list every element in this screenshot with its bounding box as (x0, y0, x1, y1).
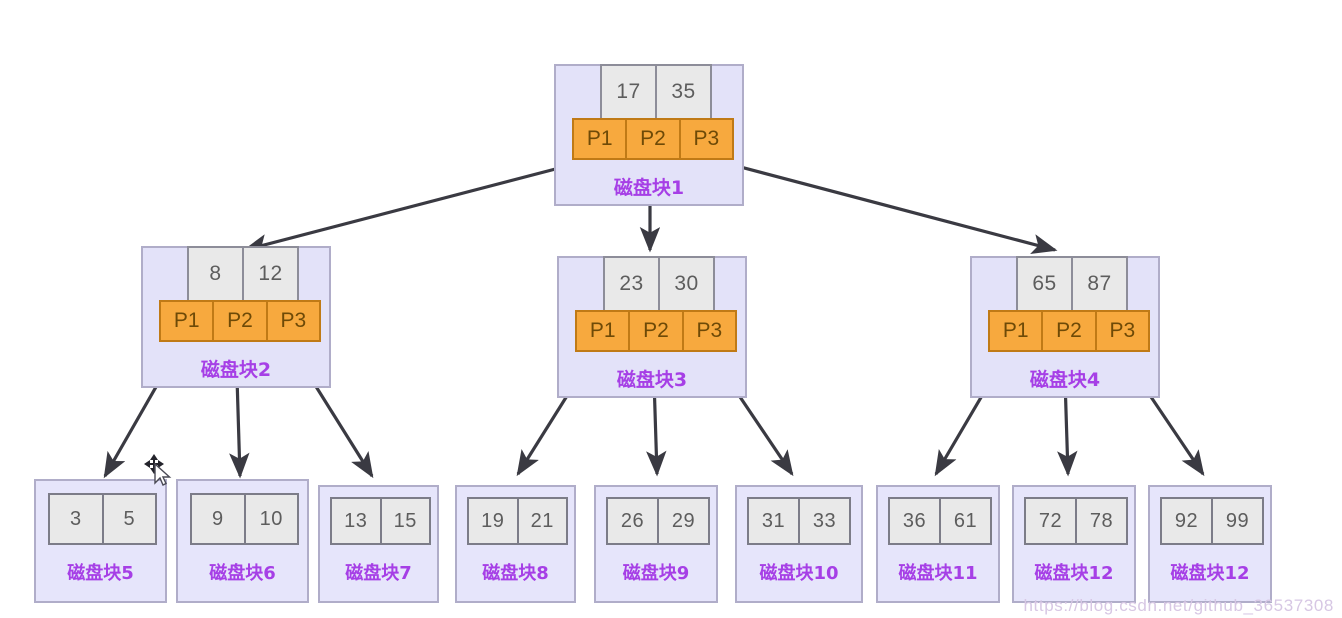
key-cell: 92 (1162, 499, 1213, 543)
key-cell: 29 (659, 499, 708, 543)
leaf-key-row: 92 99 (1160, 497, 1264, 545)
root-pointer-row: P1 P2 P3 (572, 118, 734, 160)
key-cell: 8 (189, 248, 244, 300)
internal-key-row: 8 12 (187, 246, 299, 302)
pointer-cell-p1[interactable]: P1 (572, 118, 628, 160)
pointer-cell-p3[interactable]: P3 (681, 310, 737, 352)
node-label: 磁盘块8 (482, 563, 549, 584)
node-label: 磁盘块5 (67, 563, 134, 584)
key-cell: 5 (103, 495, 155, 543)
key-cell: 31 (749, 499, 800, 543)
node-label: 磁盘块9 (622, 563, 690, 584)
node-disk-block-10[interactable]: 31 33 磁盘块10 (735, 485, 863, 603)
leaf-key-row: 3 5 (48, 493, 157, 545)
leaf-key-row: 26 29 (606, 497, 710, 545)
internal-key-row: 65 87 (1016, 256, 1128, 312)
key-cell: 65 (1018, 258, 1073, 310)
internal-key-row: 23 30 (603, 256, 715, 312)
key-cell: 17 (602, 66, 657, 118)
key-cell: 10 (245, 495, 297, 543)
leaf-key-row: 19 21 (467, 497, 568, 545)
leaf-key-row: 36 61 (888, 497, 992, 545)
key-cell: 3 (50, 495, 104, 543)
key-cell: 30 (660, 258, 713, 310)
node-label: 磁盘块4 (1029, 369, 1101, 391)
node-label: 磁盘块1 (613, 177, 685, 199)
leaf-key-row: 9 10 (190, 493, 299, 545)
key-cell: 21 (518, 499, 566, 543)
pointer-cell-p1[interactable]: P1 (159, 300, 215, 342)
node-disk-block-9[interactable]: 26 29 磁盘块9 (594, 485, 718, 603)
node-label: 磁盘块6 (209, 563, 276, 584)
watermark-text: https://blog.csdn.net/github_36537308 (1023, 596, 1334, 615)
key-cell: 15 (381, 499, 429, 543)
node-disk-block-3[interactable]: 23 30 P1 P2 P3 磁盘块3 (557, 256, 747, 398)
pointer-cell-p2[interactable]: P2 (212, 300, 268, 342)
node-label: 磁盘块11 (898, 563, 978, 584)
node-disk-block-12-a[interactable]: 72 78 磁盘块12 (1012, 485, 1136, 603)
node-disk-block-11[interactable]: 36 61 磁盘块11 (876, 485, 1000, 603)
node-disk-block-7[interactable]: 13 15 磁盘块7 (318, 485, 439, 603)
key-cell: 61 (941, 499, 990, 543)
node-disk-block-8[interactable]: 19 21 磁盘块8 (455, 485, 576, 603)
key-cell: 87 (1073, 258, 1126, 310)
node-disk-block-2[interactable]: 8 12 P1 P2 P3 磁盘块2 (141, 246, 331, 388)
leaf-key-row: 31 33 (747, 497, 851, 545)
pointer-cell-p2[interactable]: P2 (1041, 310, 1097, 352)
key-cell: 26 (608, 499, 659, 543)
root-key-row: 17 35 (600, 64, 712, 120)
key-cell: 78 (1077, 499, 1126, 543)
pointer-cell-p1[interactable]: P1 (988, 310, 1044, 352)
leaf-key-row: 72 78 (1024, 497, 1128, 545)
node-label: 磁盘块3 (616, 369, 688, 391)
key-cell: 9 (192, 495, 246, 543)
key-cell: 33 (800, 499, 849, 543)
leaf-key-row: 13 15 (330, 497, 431, 545)
node-disk-block-1[interactable]: 17 35 P1 P2 P3 磁盘块1 (554, 64, 744, 206)
key-cell: 99 (1213, 499, 1262, 543)
pointer-cell-p3[interactable]: P3 (1094, 310, 1150, 352)
internal-pointer-row: P1 P2 P3 (988, 310, 1150, 352)
key-cell: 12 (244, 248, 297, 300)
internal-pointer-row: P1 P2 P3 (159, 300, 321, 342)
key-cell: 35 (657, 66, 710, 118)
node-disk-block-6[interactable]: 9 10 磁盘块6 (176, 479, 309, 603)
pointer-cell-p2[interactable]: P2 (625, 118, 681, 160)
key-cell: 13 (332, 499, 382, 543)
node-disk-block-4[interactable]: 65 87 P1 P2 P3 磁盘块4 (970, 256, 1160, 398)
key-cell: 36 (890, 499, 941, 543)
node-label: 磁盘块7 (345, 563, 412, 584)
key-cell: 23 (605, 258, 660, 310)
internal-pointer-row: P1 P2 P3 (575, 310, 737, 352)
node-disk-block-5[interactable]: 3 5 磁盘块5 (34, 479, 167, 603)
pointer-cell-p3[interactable]: P3 (265, 300, 321, 342)
key-cell: 72 (1026, 499, 1077, 543)
pointer-cell-p3[interactable]: P3 (678, 118, 734, 160)
pointer-cell-p1[interactable]: P1 (575, 310, 631, 352)
node-label: 磁盘块2 (200, 359, 272, 381)
pointer-cell-p2[interactable]: P2 (628, 310, 684, 352)
node-label: 磁盘块10 (759, 563, 839, 584)
node-label: 磁盘块12 (1034, 563, 1114, 584)
node-disk-block-12-b[interactable]: 92 99 磁盘块12 (1148, 485, 1272, 603)
key-cell: 19 (469, 499, 519, 543)
node-label: 磁盘块12 (1170, 563, 1250, 584)
